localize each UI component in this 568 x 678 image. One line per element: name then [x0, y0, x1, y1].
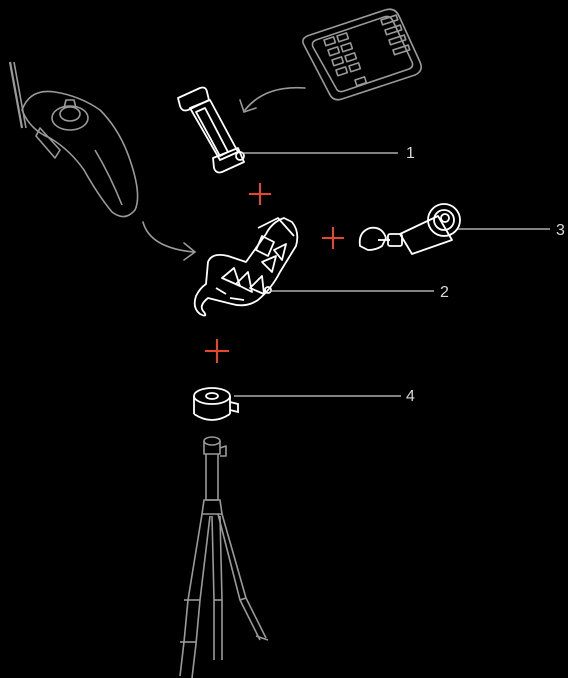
callout-number-3: 3 [556, 222, 565, 239]
callout-number-2: 2 [440, 284, 449, 301]
mini-tripod-icon [180, 437, 268, 678]
phone-icon [303, 9, 421, 100]
phone-holder-icon [178, 88, 244, 173]
motion-controller-icon [10, 62, 138, 217]
phone-to-holder-arrow [240, 88, 305, 112]
callout-number-4: 4 [406, 388, 415, 405]
tripod-adapter-icon [194, 388, 238, 420]
gimbal-mount-icon [195, 218, 298, 316]
lanyard-icon [360, 204, 460, 254]
plus-icon-right [322, 227, 344, 249]
callout-number-1: 1 [406, 145, 415, 162]
controller-to-mount-arrow [143, 222, 195, 260]
plus-icon-bottom [205, 339, 229, 363]
plus-icon-top [249, 183, 271, 205]
